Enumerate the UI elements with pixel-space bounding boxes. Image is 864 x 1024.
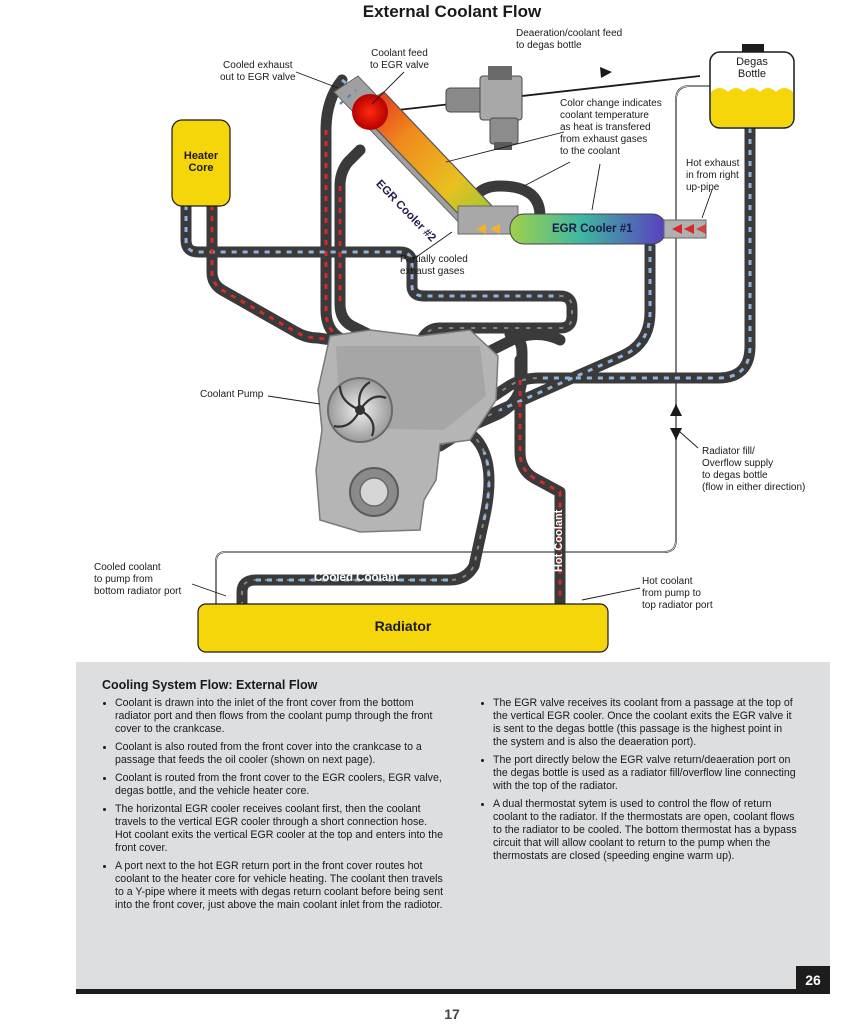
label-cooled-coolant-pipe: Cooled Coolant (314, 572, 399, 584)
overflow-down-arrow (670, 428, 682, 440)
bullet-item: The port directly below the EGR valve re… (493, 754, 798, 793)
label-heater-core: Heater Core (183, 150, 219, 174)
label-cooled-exhaust-out: Cooled exhaust out to EGR valve (220, 60, 296, 83)
degas-bottle (709, 44, 795, 129)
label-egr-cooler-1: EGR Cooler #1 (552, 223, 633, 235)
label-coolant-pump: Coolant Pump (200, 389, 264, 400)
left-bullet-column: Coolant is drawn into the inlet of the f… (100, 697, 444, 917)
egr2-arrows (339, 89, 357, 105)
overflow-line-inner (215, 85, 710, 605)
label-radiator-fill: Radiator fill/ Overflow supply to degas … (702, 446, 806, 493)
label-deaeration: Deaeration/coolant feed to degas bottle (516, 28, 623, 51)
right-bullet-column: The EGR valve receives its coolant from … (478, 697, 798, 868)
egr1-exhaust-arrows (672, 224, 706, 234)
label-hot-exhaust: Hot exhaust in from right up-pipe (686, 158, 740, 193)
label-color-change: Color change indicates coolant temperatu… (560, 98, 662, 157)
label-radiator: Radiator (374, 618, 432, 634)
cooled-coolant-pipe (236, 422, 495, 612)
egr-valve (445, 66, 523, 150)
bullet-item: Coolant is routed from the front cover t… (115, 772, 444, 798)
label-coolant-feed-egr: Coolant feed to EGR valve (370, 48, 429, 71)
panel-page-badge: 26 (796, 966, 830, 994)
label-cooled-coolant-pump: Cooled coolant to pump from bottom radia… (94, 562, 182, 597)
bullet-item: The EGR valve receives its coolant from … (493, 697, 798, 749)
label-partially-cooled: Partially cooled exhaust gases (400, 254, 468, 277)
bullet-item: Coolant is also routed from the front co… (115, 741, 444, 767)
bullet-item: A port next to the hot EGR return port i… (115, 860, 444, 912)
label-hot-coolant-pump: Hot coolant from pump to top radiator po… (642, 576, 713, 611)
label-degas-bottle: Degas Bottle (736, 56, 768, 80)
deaeration-arrow (600, 67, 612, 78)
label-hot-coolant-pipe: Hot Coolant (553, 509, 565, 572)
bullet-item: A dual thermostat sytem is used to contr… (493, 798, 798, 863)
panel-divider (76, 989, 830, 994)
egr-cooler-2 (333, 75, 519, 235)
radiator (197, 603, 609, 653)
egr-cooler-1 (509, 213, 707, 245)
coolant-flow-diagram (171, 44, 795, 653)
page-title: External Coolant Flow (362, 2, 542, 21)
explanation-panel (76, 662, 830, 989)
panel-title: Cooling System Flow: External Flow (102, 678, 318, 692)
bullet-item: Coolant is drawn into the inlet of the f… (115, 697, 444, 736)
overflow-up-arrow (670, 404, 682, 416)
partial-exhaust-arrows (476, 224, 500, 234)
page-number: 17 (444, 1006, 460, 1022)
bullet-item: The horizontal EGR cooler receives coola… (115, 803, 444, 855)
leader-lines (191, 71, 713, 601)
engine-front-cover (315, 329, 499, 533)
heater-core (171, 119, 231, 207)
